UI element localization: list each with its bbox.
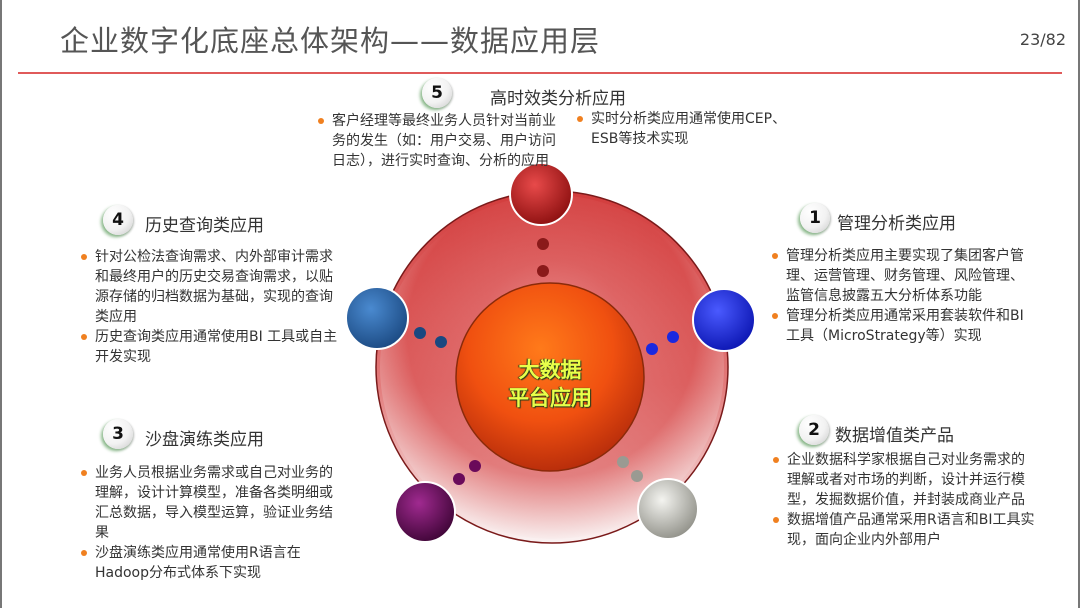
- section-3-number-badge: 3: [103, 419, 133, 449]
- section-3-bullet: 沙盘演练类应用通常使用R语言在Hadoop分布式体系下实现: [79, 543, 345, 583]
- connector-dot: [617, 456, 629, 468]
- node-realtime-analysis: [509, 162, 573, 226]
- slide-title: 企业数字化底座总体架构——数据应用层: [60, 24, 601, 58]
- connector-dot: [435, 336, 447, 348]
- section-5-bullets-left: 客户经理等最终业务人员针对当前业务的发生（如：用户交易、用户访问日志），进行实时…: [316, 111, 568, 171]
- section-4-number-badge: 4: [103, 205, 133, 235]
- center-label-line2: 平台应用: [508, 386, 592, 410]
- node-management-analysis: [692, 288, 756, 352]
- section-2-number-badge: 2: [799, 415, 829, 445]
- section-2-title: 数据增值类产品: [835, 426, 954, 446]
- section-1-title: 管理分析类应用: [837, 214, 956, 234]
- connector-dot: [646, 343, 658, 355]
- center-label-line1: 大数据: [518, 358, 582, 382]
- section-2-bullet: 数据增值产品通常采用R语言和BI工具实现，面向企业内外部用户: [771, 510, 1035, 550]
- section-5-number-badge: 5: [422, 78, 452, 108]
- section-4-title: 历史查询类应用: [145, 216, 264, 236]
- section-1-bullets: 管理分析类应用主要实现了集团客户管理、运营管理、财务管理、风险管理、监管信息披露…: [770, 246, 1032, 346]
- connector-dot: [414, 327, 426, 339]
- connector-dot: [667, 331, 679, 343]
- connector-dot: [453, 473, 465, 485]
- section-5-bullet: 实时分析类应用通常使用CEP、ESB等技术实现: [575, 109, 811, 149]
- slide-border-left: [0, 0, 2, 608]
- node-history-query: [345, 286, 409, 350]
- section-4-bullets: 针对公检法查询需求、内外部审计需求和最终用户的历史交易查询需求，以贴源存储的归档…: [79, 247, 341, 367]
- slide-border-right: [1078, 0, 1080, 608]
- section-3-bullets: 业务人员根据业务需求或自己对业务的理解，设计计算模型，准备各类明细或汇总数据，导…: [79, 463, 345, 583]
- section-5-title: 高时效类分析应用: [490, 89, 626, 109]
- section-1-bullet: 管理分析类应用主要实现了集团客户管理、运营管理、财务管理、风险管理、监管信息披露…: [770, 246, 1032, 306]
- section-2-bullet: 企业数据科学家根据自己对业务需求的理解或者对市场的判断，设计并运行模型，发掘数据…: [771, 450, 1035, 510]
- page-number: 23/82: [1019, 30, 1066, 49]
- connector-dot: [537, 238, 549, 250]
- section-4-bullet: 针对公检法查询需求、内外部审计需求和最终用户的历史交易查询需求，以贴源存储的归档…: [79, 247, 341, 327]
- section-2-bullets: 企业数据科学家根据自己对业务需求的理解或者对市场的判断，设计并运行模型，发掘数据…: [771, 450, 1035, 550]
- connector-dot: [469, 460, 481, 472]
- section-5-bullets-right: 实时分析类应用通常使用CEP、ESB等技术实现: [575, 109, 811, 149]
- section-5-bullet: 客户经理等最终业务人员针对当前业务的发生（如：用户交易、用户访问日志），进行实时…: [316, 111, 568, 171]
- node-sandbox-simulation: [394, 481, 456, 543]
- section-1-bullet: 管理分析类应用通常采用套装软件和BI工具（MicroStrategy等）实现: [770, 306, 1032, 346]
- section-3-title: 沙盘演练类应用: [145, 430, 264, 450]
- node-data-value-products: [637, 478, 699, 540]
- section-1-number-badge: 1: [800, 203, 830, 233]
- connector-dot: [537, 265, 549, 277]
- core-platform-circle: [455, 282, 645, 472]
- title-divider: [18, 72, 1062, 74]
- section-4-bullet: 历史查询类应用通常使用BI 工具或自主开发实现: [79, 327, 341, 367]
- connector-dot: [631, 470, 643, 482]
- center-label: 大数据 平台应用: [480, 356, 620, 412]
- section-3-bullet: 业务人员根据业务需求或自己对业务的理解，设计计算模型，准备各类明细或汇总数据，导…: [79, 463, 345, 543]
